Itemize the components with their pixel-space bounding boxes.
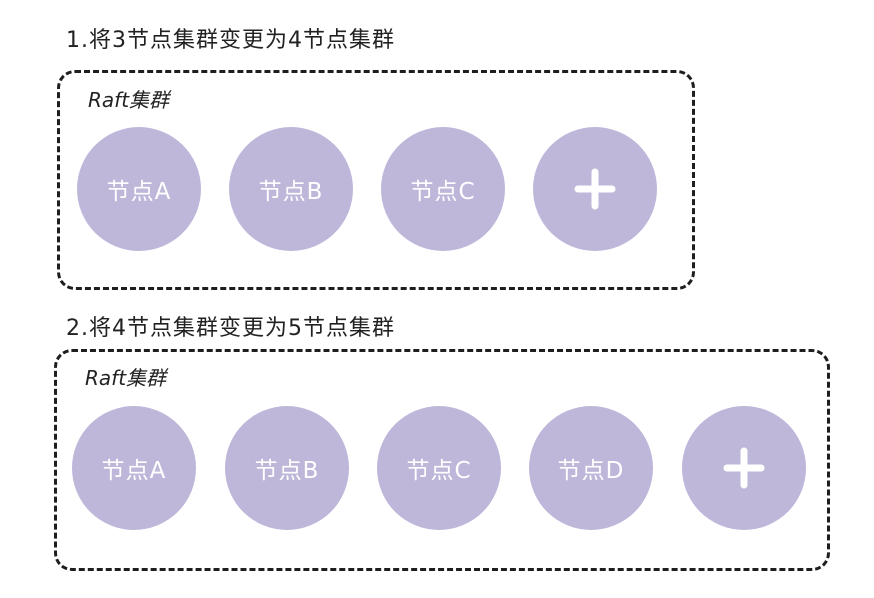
step-2-cluster-label: Raft集群: [85, 366, 167, 390]
step-2-node-a: 节点A: [72, 406, 196, 530]
step-1-node-a: 节点A: [77, 127, 201, 251]
step-1-node-c: 节点C: [381, 127, 505, 251]
step-1-cluster-label: Raft集群: [88, 88, 170, 112]
plus-icon: [723, 447, 765, 489]
step-2-node-c: 节点C: [377, 406, 501, 530]
step-2-node-b: 节点B: [225, 406, 349, 530]
step-2-title: 2.将4节点集群变更为5节点集群: [66, 316, 395, 341]
step-1-node-b: 节点B: [229, 127, 353, 251]
plus-icon: [574, 168, 616, 210]
step-1-cluster-box: [57, 70, 695, 290]
step-2-add-node: [682, 406, 806, 530]
step-1-title: 1.将3节点集群变更为4节点集群: [66, 28, 395, 53]
step-2-cluster-box: [54, 349, 830, 571]
step-1-add-node: [533, 127, 657, 251]
step-2-node-d: 节点D: [529, 406, 653, 530]
